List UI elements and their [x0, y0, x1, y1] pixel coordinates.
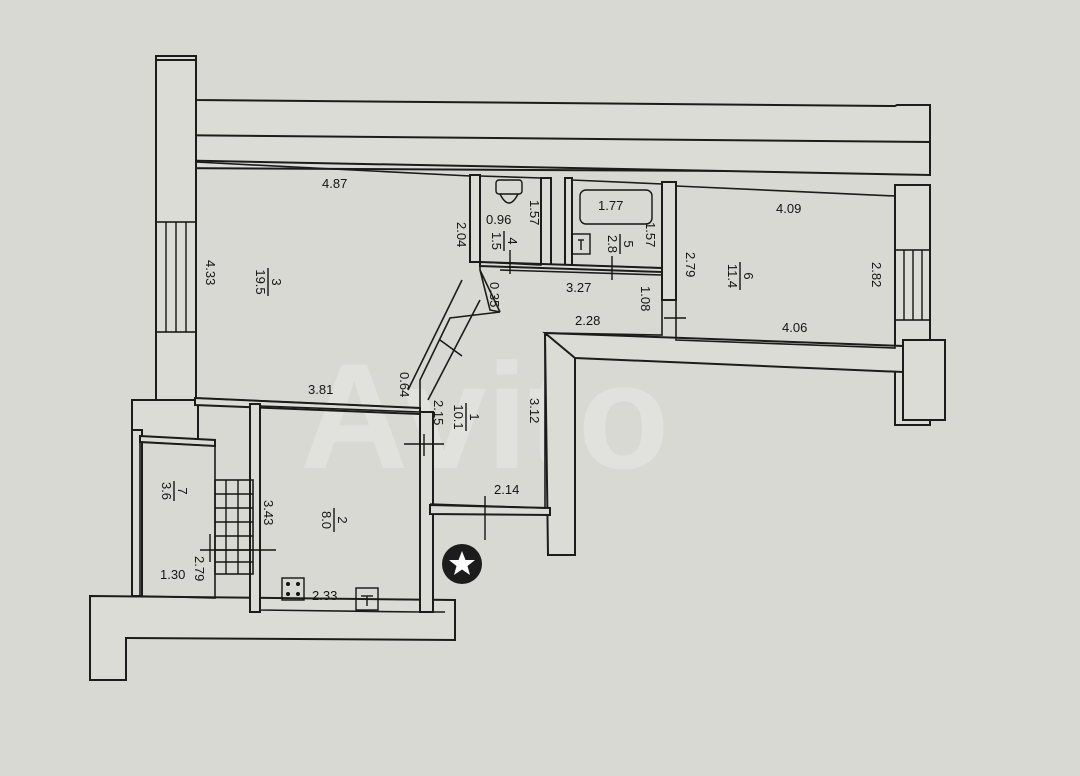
dim-0-96: 0.96 [486, 212, 511, 227]
room-label-4: 4 1.5 [489, 231, 520, 251]
room-label-6: 6 11.4 [725, 262, 756, 290]
room-number: 4 [505, 237, 520, 244]
dim-1-57-wc: 1.57 [527, 200, 542, 225]
dimension-labels: 4.87 4.33 3.81 0.64 2.04 0.35 0.96 1.5 7 … [160, 176, 884, 603]
room-area: 11.4 [725, 264, 740, 288]
dim-0-64: 0.64 [397, 372, 412, 397]
window-balcony [214, 479, 254, 575]
sink-icon [571, 233, 591, 255]
dim-3-27: 3.27 [566, 280, 591, 295]
dim-2-79-r6: 2.79 [683, 252, 698, 277]
window-right [894, 249, 931, 321]
dim-3-12: 3.12 [527, 398, 542, 423]
dim-1-30: 1.30 [160, 567, 185, 582]
room-area: 1.5 [489, 232, 504, 250]
room-area: 19.5 [253, 269, 268, 294]
stove-icon [281, 577, 305, 601]
entrance-star-icon [442, 544, 482, 584]
room-label-5: 5 2.8 [605, 234, 636, 254]
dim-4-06: 4.06 [782, 320, 807, 335]
dim-1-57-bath: 1.57 [643, 222, 658, 247]
toilet-icon [495, 179, 523, 204]
room-label-2: 2 8.0 [319, 508, 350, 532]
room-label-1: 1 10.1 [451, 403, 482, 431]
room-area: 3.6 [159, 482, 174, 500]
dim-4-87: 4.87 [322, 176, 347, 191]
dim-2-28: 2.28 [575, 313, 600, 328]
dim-2-79-r7: 2.79 [192, 556, 207, 581]
dim-3-43: 3.43 [261, 500, 276, 525]
dim-4-33: 4.33 [203, 260, 218, 285]
kitchen-sink-icon [355, 587, 379, 611]
room-area: 8.0 [319, 511, 334, 529]
room-number: 3 [269, 278, 284, 285]
dim-0-35: 0.35 [487, 282, 502, 307]
dim-3-81: 3.81 [308, 382, 333, 397]
dim-1-77: 1.77 [598, 198, 623, 213]
room-number: 7 [175, 487, 190, 494]
dim-2-14: 2.14 [494, 482, 519, 497]
window-left [155, 221, 197, 333]
room-number: 5 [621, 240, 636, 247]
room-number: 1 [467, 413, 482, 420]
dim-1-08: 1.08 [638, 286, 653, 311]
dim-2-33: 2.33 [312, 588, 337, 603]
room-area: 10.1 [451, 404, 466, 429]
dim-2-04: 2.04 [454, 222, 469, 247]
bathtub-icon: 1.77 [579, 189, 653, 225]
dim-2-15: 2.15 [431, 400, 446, 425]
room-outlines [139, 161, 896, 613]
room-number: 2 [335, 516, 350, 523]
room-number: 6 [741, 272, 756, 279]
dim-2-82: 2.82 [869, 262, 884, 287]
room-label-3: 3 19.5 [253, 268, 284, 296]
dim-4-09: 4.09 [776, 201, 801, 216]
door-marks [200, 250, 686, 562]
room-label-7: 7 3.6 [159, 481, 190, 501]
room-area: 2.8 [605, 235, 620, 253]
